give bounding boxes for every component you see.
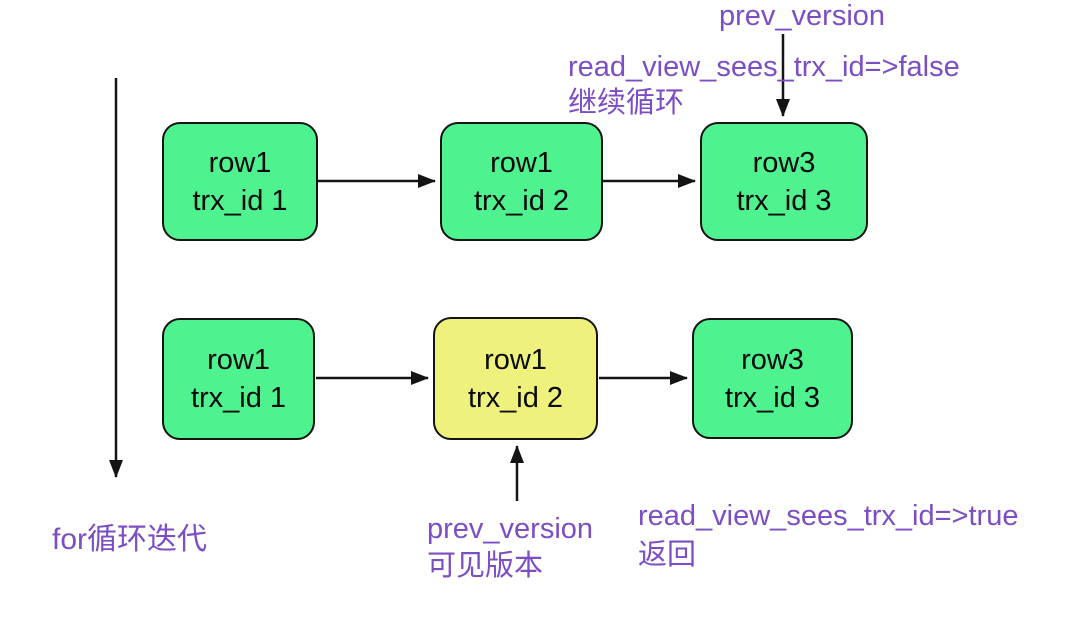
label-prev-version-visible: prev_version 可见版本 [427, 511, 593, 585]
node-bottom-row1-trx2-visible: row1 trx_id 2 [433, 317, 598, 440]
label-prev-version-visible-line1: prev_version [427, 513, 594, 545]
node-label-line1: row1 [208, 146, 272, 179]
node-bottom-row3-trx3: row3 trx_id 3 [692, 318, 853, 439]
node-label-line1: row1 [484, 343, 547, 376]
label-read-view-sees-true: read_view_sees_trx_id=>true 返回 [638, 497, 1018, 575]
label-prev-version-top: prev_version [719, 0, 886, 32]
node-label-line2: trx_id 1 [190, 382, 287, 414]
node-top-row3-trx3: row3 trx_id 3 [700, 122, 868, 241]
node-label-line1: row1 [490, 146, 553, 179]
node-label-line2: trx_id 2 [467, 381, 564, 414]
node-label-line1: row3 [741, 343, 804, 376]
label-read-view-sees-false: read_view_sees_trx_id=>false 继续循环 [568, 49, 960, 121]
node-label-line2: trx_id 3 [736, 184, 832, 217]
node-label-line2: trx_id 1 [192, 184, 288, 217]
node-top-row1-trx1: row1 trx_id 1 [162, 122, 318, 241]
node-label-line2: trx_id 2 [473, 184, 570, 217]
label-for-loop-iteration: for循环迭代 [52, 523, 208, 556]
node-label-line2: trx_id 3 [724, 381, 821, 414]
label-read-view-sees-false-line1: read_view_sees_trx_id=>false [568, 51, 960, 83]
label-read-view-sees-false-line2: 继续循环 [568, 87, 685, 119]
label-prev-version-visible-line2: 可见版本 [427, 550, 544, 582]
node-top-row1-trx2: row1 trx_id 2 [440, 122, 603, 241]
node-label-line1: row3 [752, 146, 816, 179]
node-label-line1: row1 [207, 344, 270, 376]
label-read-view-sees-true-line2: 返回 [638, 539, 697, 571]
node-bottom-row1-trx1: row1 trx_id 1 [162, 318, 315, 440]
label-read-view-sees-true-line1: read_view_sees_trx_id=>true [638, 500, 1019, 532]
